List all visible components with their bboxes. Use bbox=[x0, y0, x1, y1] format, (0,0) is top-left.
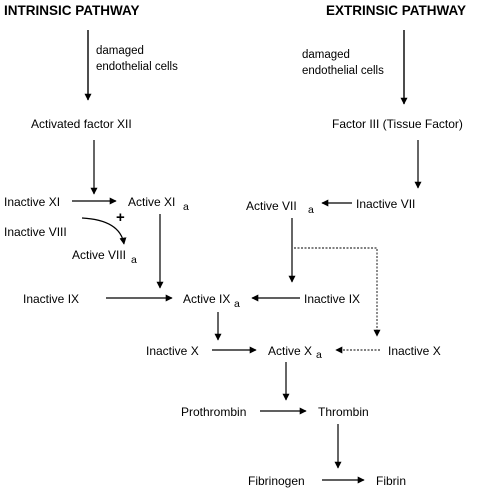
activated-factor-xii-label: Activated factor XII bbox=[31, 117, 132, 131]
active-xi-label: Active XI bbox=[128, 195, 175, 209]
prothrombin-label: Prothrombin bbox=[181, 405, 246, 419]
factor-iii-label: Factor III (Tissue Factor) bbox=[332, 117, 463, 131]
active-x-label: Active X bbox=[268, 344, 312, 358]
inactive-ix-right-label: Inactive IX bbox=[304, 292, 360, 306]
active-vii-subscript: a bbox=[308, 204, 314, 216]
arrow-viii-activation bbox=[81, 217, 127, 245]
inactive-x-right-label: Inactive X bbox=[388, 344, 441, 358]
active-vii-label: Active VII bbox=[246, 199, 297, 213]
intrinsic-pathway-header: INTRINSIC PATHWAY bbox=[4, 3, 140, 18]
fibrin-label: Fibrin bbox=[376, 474, 406, 488]
active-ix-label: Active IX bbox=[183, 292, 230, 306]
damaged-label-right-line2: endothelial cells bbox=[302, 65, 384, 77]
damaged-label-left-line2: endothelial cells bbox=[96, 61, 178, 73]
active-viii-subscript: a bbox=[131, 254, 137, 266]
inactive-vii-label: Inactive VII bbox=[356, 197, 415, 211]
fibrinogen-label: Fibrinogen bbox=[248, 474, 305, 488]
active-ix-subscript: a bbox=[234, 298, 240, 310]
damaged-label-left-line1: damaged bbox=[96, 45, 144, 57]
active-xi-subscript: a bbox=[183, 201, 189, 213]
inactive-xi-label: Inactive XI bbox=[4, 195, 60, 209]
arrow-viia-to-xa bbox=[294, 247, 381, 337]
plus-sign: + bbox=[116, 209, 125, 226]
active-viii-label: Active VIII bbox=[72, 248, 126, 262]
active-x-subscript: a bbox=[316, 349, 322, 361]
inactive-viii-label: Inactive VIII bbox=[4, 225, 67, 239]
damaged-label-right-line1: damaged bbox=[302, 49, 350, 61]
extrinsic-pathway-header: EXTRINSIC PATHWAY bbox=[326, 3, 466, 18]
thrombin-label: Thrombin bbox=[318, 405, 369, 419]
inactive-x-left-label: Inactive X bbox=[146, 344, 199, 358]
inactive-ix-left-label: Inactive IX bbox=[23, 292, 79, 306]
